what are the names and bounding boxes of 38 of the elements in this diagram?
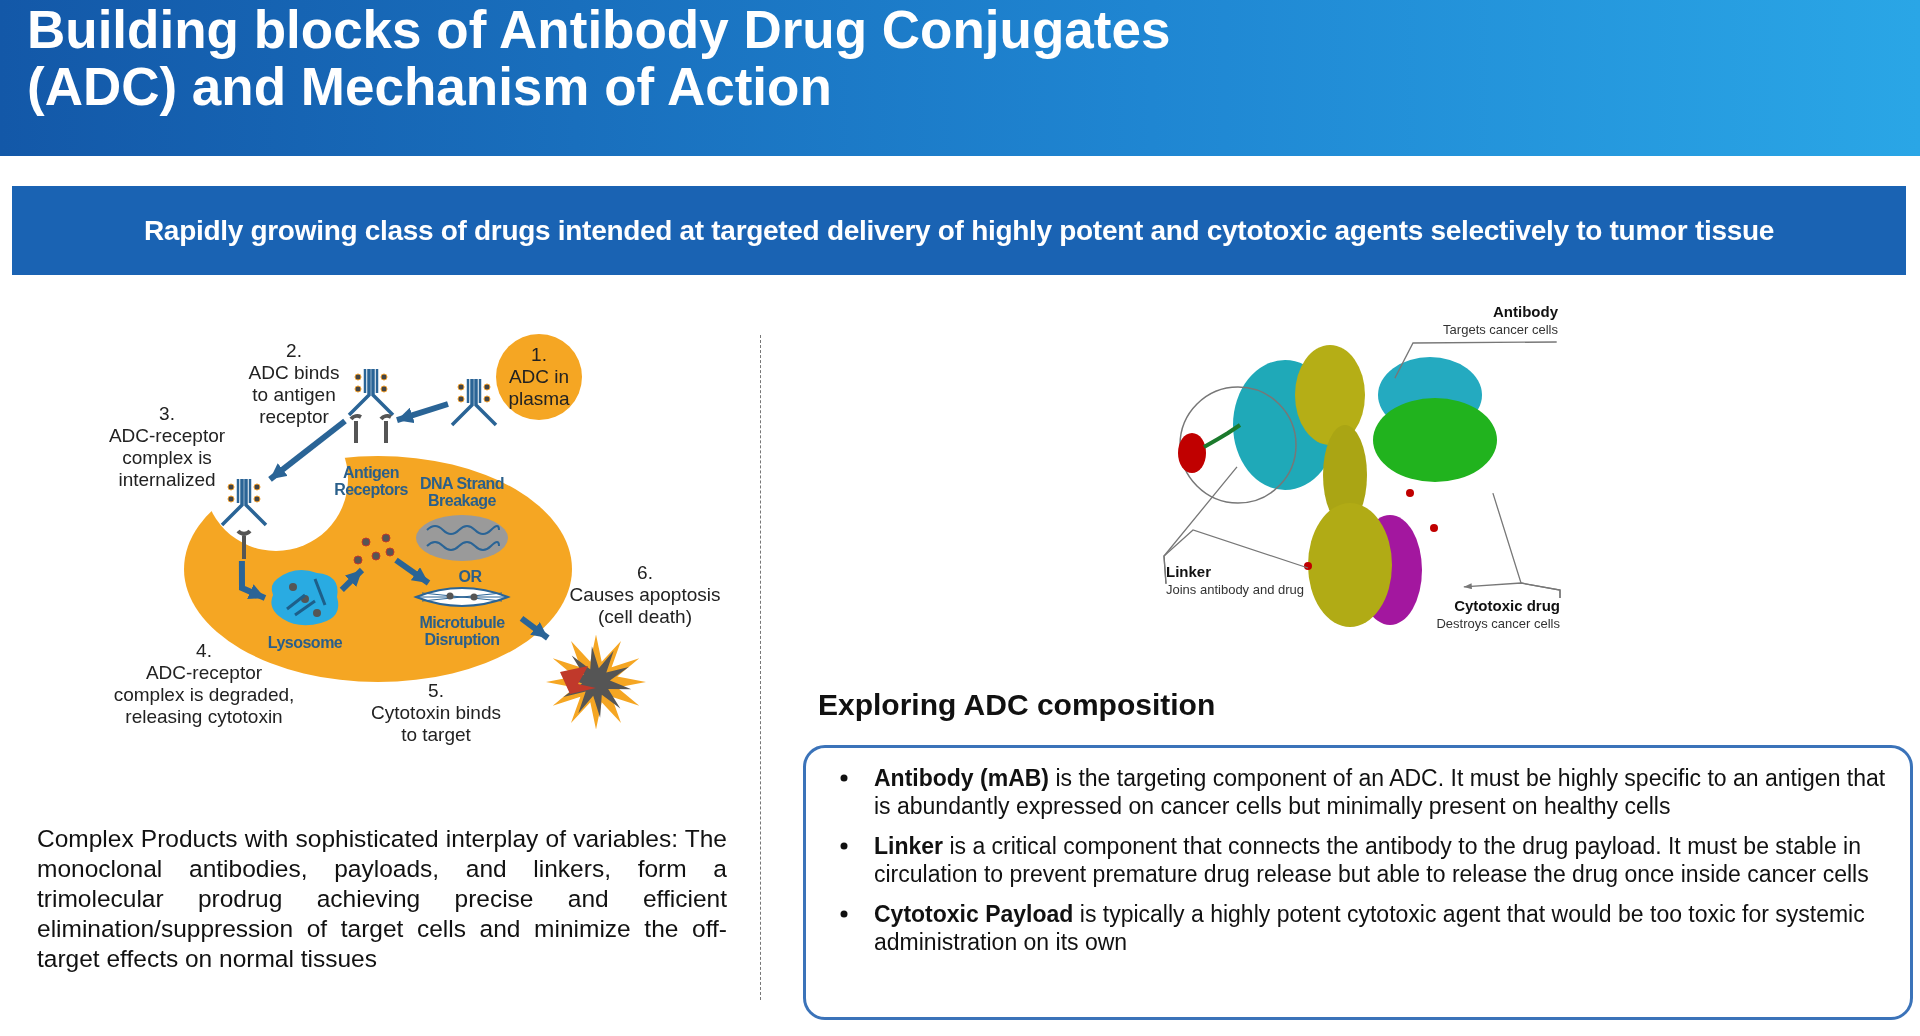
arrow: [268, 418, 347, 482]
leader-line: [1163, 529, 1309, 585]
step-label: ADC-receptor complex is internalized: [107, 424, 227, 491]
callout-text: Joins antibody and drug: [1166, 581, 1306, 599]
bullet-text: Linker is a critical component that connects the antibody to the drug payload. It must be stable in circulation to prevent premature drug release but able to release the drug once inside cancer cells: [874, 832, 1870, 889]
banner: Rapidly growing class of drugs intended at targeted delivery of highly potent and cytotoxic agents selectively to tumor tissue: [12, 186, 1906, 275]
step-number: 5.: [427, 680, 445, 702]
arrow: [394, 557, 431, 586]
callout-title: Antibody: [1492, 302, 1558, 322]
callout-title: Linker: [1166, 562, 1212, 582]
bullet-text: Antibody (mAB) is the targeting component of an ADC. It must be highly specific to an antigen that is abundantly expressed on cancer cells but minimally present on healthy cells: [874, 764, 1887, 821]
target-label: DNA Strand Breakage: [418, 476, 506, 510]
arrow: [519, 615, 550, 641]
step-label: ADC binds to antigen receptor: [247, 361, 341, 428]
callout-title: Cytotoxic drug: [1453, 596, 1560, 616]
arrow: [396, 401, 449, 424]
title: Building blocks of Antibody Drug Conjugates (ADC) and Mechanism of Action: [27, 2, 1172, 116]
step-number: 6.: [636, 562, 654, 584]
leader-line: [1394, 341, 1558, 379]
step-number: 2.: [285, 340, 303, 362]
step-number: 3.: [158, 403, 176, 425]
leader-line: [1463, 582, 1561, 599]
bullet-text: Cytotoxic Payload is typically a highly potent cytotoxic agent that would be too toxic for systemic administration on its own: [874, 900, 1866, 957]
info-panel: [803, 745, 1913, 1020]
connector-word: OR: [457, 569, 483, 586]
step-label: ADC-receptor complex is degraded, releasing cytotoxin: [112, 661, 296, 728]
step-label: ADC in plasma: [507, 366, 571, 410]
arrow: [238, 561, 267, 601]
body-text: Complex Products with sophisticated interplay of variables: The monoclonal antibodies, payloads, and linkers, form a trimolecular prodrug achieving precise and efficient elimination/suppression of target cells and minimize the off-target effects on normal tissues: [37, 824, 727, 974]
organelle-label: Lysosome: [266, 635, 344, 652]
step-label: Causes apoptosis (cell death): [568, 583, 722, 628]
callout-text: Destroys cancer cells: [1435, 615, 1560, 633]
target-label: Microtubule Disruption: [418, 615, 506, 649]
callout-text: Targets cancer cells: [1442, 321, 1558, 339]
step-number: 1.: [531, 344, 547, 367]
section-heading: Exploring ADC composition: [818, 688, 1217, 722]
arrow: [339, 567, 365, 592]
step-label: Cytotoxin binds to target: [370, 701, 502, 746]
